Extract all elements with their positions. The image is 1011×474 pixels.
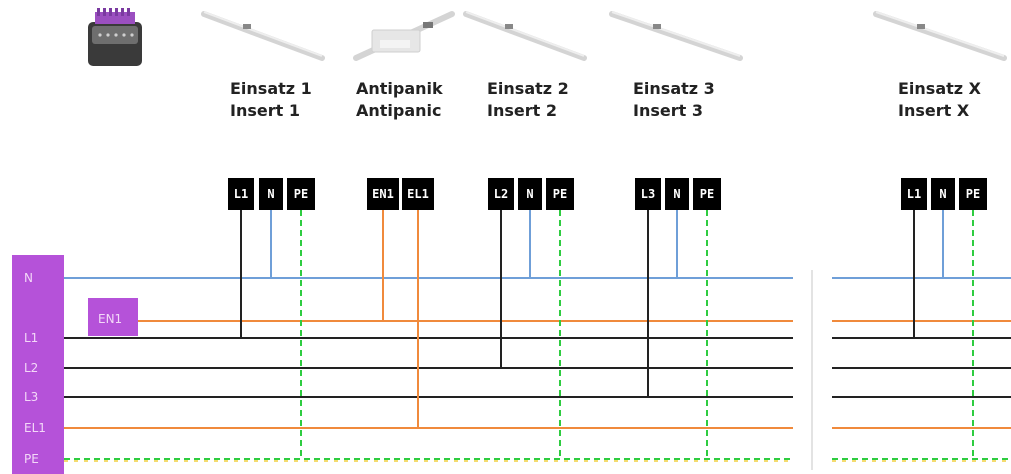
terminal-block	[959, 178, 987, 210]
terminal-label: PE	[700, 187, 714, 201]
terminal-block	[901, 178, 927, 210]
antipanic-wires	[382, 210, 419, 428]
insert-title-en: Insert 1	[230, 101, 300, 120]
controller-device-icon	[88, 8, 142, 66]
terminal-block	[693, 178, 721, 210]
terminal-block	[488, 178, 514, 210]
linear-luminaire-icon	[873, 11, 1007, 61]
rail-label-el1: EL1	[24, 421, 46, 435]
emergency-module-label: EN1	[98, 312, 122, 326]
antipanic-label: Antipanik Antipanic	[356, 78, 443, 122]
insert-x-label: Einsatz X Insert X	[898, 78, 981, 122]
busbar-lines-continued	[832, 277, 1011, 462]
terminal-block	[931, 178, 955, 210]
insert-title-en: Antipanic	[356, 101, 442, 120]
insert-3-label: Einsatz 3 Insert 3	[633, 78, 715, 122]
terminal-label: L1	[234, 187, 248, 201]
terminal-label: PE	[294, 187, 308, 201]
insert-1-terminals: L1 N PE	[228, 178, 315, 210]
terminal-block	[518, 178, 542, 210]
insert-title-de: Antipanik	[356, 79, 443, 98]
rail-label-l2: L2	[24, 361, 38, 375]
terminal-block	[665, 178, 689, 210]
busbar-lines	[64, 277, 793, 462]
terminal-label: L3	[641, 187, 655, 201]
rail-label-l3: L3	[24, 390, 38, 404]
terminal-block	[287, 178, 315, 210]
insert-1-label: Einsatz 1 Insert 1	[230, 78, 312, 122]
terminal-block	[367, 178, 399, 210]
insert-3-wires	[647, 210, 708, 459]
emergency-module	[88, 298, 138, 336]
linear-luminaire-icon	[201, 11, 325, 61]
rail-label-l1: L1	[24, 331, 38, 345]
terminal-block	[259, 178, 283, 210]
rail-label-n: N	[24, 271, 33, 285]
antipanic-luminaire-icon	[353, 11, 455, 61]
insert-title-de: Einsatz 1	[230, 79, 312, 98]
insert-2-label: Einsatz 2 Insert 2	[487, 78, 569, 122]
terminal-block	[635, 178, 661, 210]
terminal-label: N	[673, 187, 680, 201]
terminal-label: PE	[966, 187, 980, 201]
terminal-block	[228, 178, 254, 210]
insert-x-wires	[913, 210, 974, 459]
linear-luminaire-icon	[609, 11, 743, 61]
antipanic-terminals: EN1 EL1	[367, 178, 434, 210]
terminal-label: N	[267, 187, 274, 201]
insert-title-en: Insert 3	[633, 101, 703, 120]
terminal-block	[546, 178, 574, 210]
insert-title-en: Insert X	[898, 101, 970, 120]
insert-title-de: Einsatz 2	[487, 79, 569, 98]
insert-3-terminals: L3 N PE	[635, 178, 721, 210]
rail-label-pe: PE	[24, 452, 39, 466]
terminal-label: L2	[494, 187, 508, 201]
terminal-label: N	[526, 187, 533, 201]
insert-2-terminals: L2 N PE	[488, 178, 574, 210]
terminal-label: EN1	[372, 187, 394, 201]
insert-1-wires	[240, 210, 302, 459]
terminal-label: PE	[553, 187, 567, 201]
insert-title-de: Einsatz X	[898, 79, 981, 98]
terminal-label: EL1	[407, 187, 429, 201]
terminal-block	[402, 178, 434, 210]
busbar-rail	[12, 255, 64, 474]
terminal-label: N	[939, 187, 946, 201]
insert-x-terminals: L1 N PE	[901, 178, 987, 210]
linear-luminaire-icon	[463, 11, 587, 61]
insert-title-en: Insert 2	[487, 101, 557, 120]
terminal-label: L1	[907, 187, 921, 201]
insert-title-de: Einsatz 3	[633, 79, 715, 98]
insert-2-wires	[500, 210, 561, 459]
